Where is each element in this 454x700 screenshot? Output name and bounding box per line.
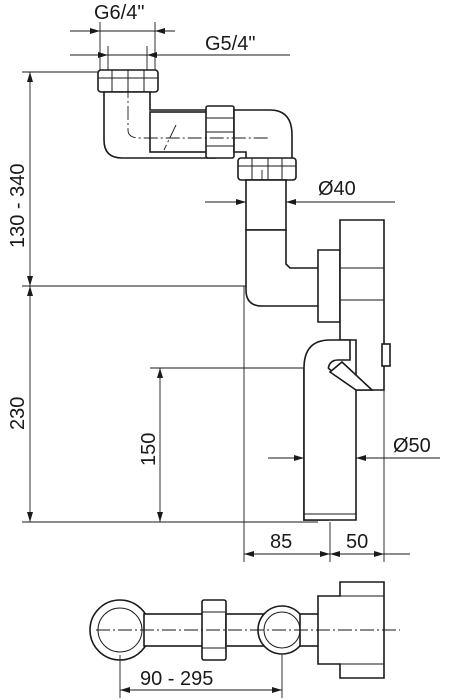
label-diameter-40: Ø40 (318, 178, 356, 200)
label-dim-50: 50 (346, 531, 368, 553)
label-diameter-50: Ø50 (393, 435, 431, 457)
label-dim-150: 150 (138, 433, 160, 466)
label-dim-90-295: 90 - 295 (140, 668, 213, 690)
plan-view (89, 581, 400, 698)
thread-dimension-lines (70, 22, 290, 70)
upper-elbow-assembly (97, 69, 297, 210)
label-thread-g6: G6/4" (94, 2, 144, 24)
label-dim-85: 85 (270, 531, 292, 553)
trap-body (245, 179, 391, 521)
label-height-adjust: 130 - 340 (7, 163, 29, 248)
label-dim-230: 230 (7, 397, 29, 430)
diameter-callouts (205, 199, 440, 461)
depth-dimension-lines (243, 286, 410, 562)
height-dimension-lines (22, 71, 340, 523)
label-thread-g5: G5/4" (205, 33, 255, 55)
